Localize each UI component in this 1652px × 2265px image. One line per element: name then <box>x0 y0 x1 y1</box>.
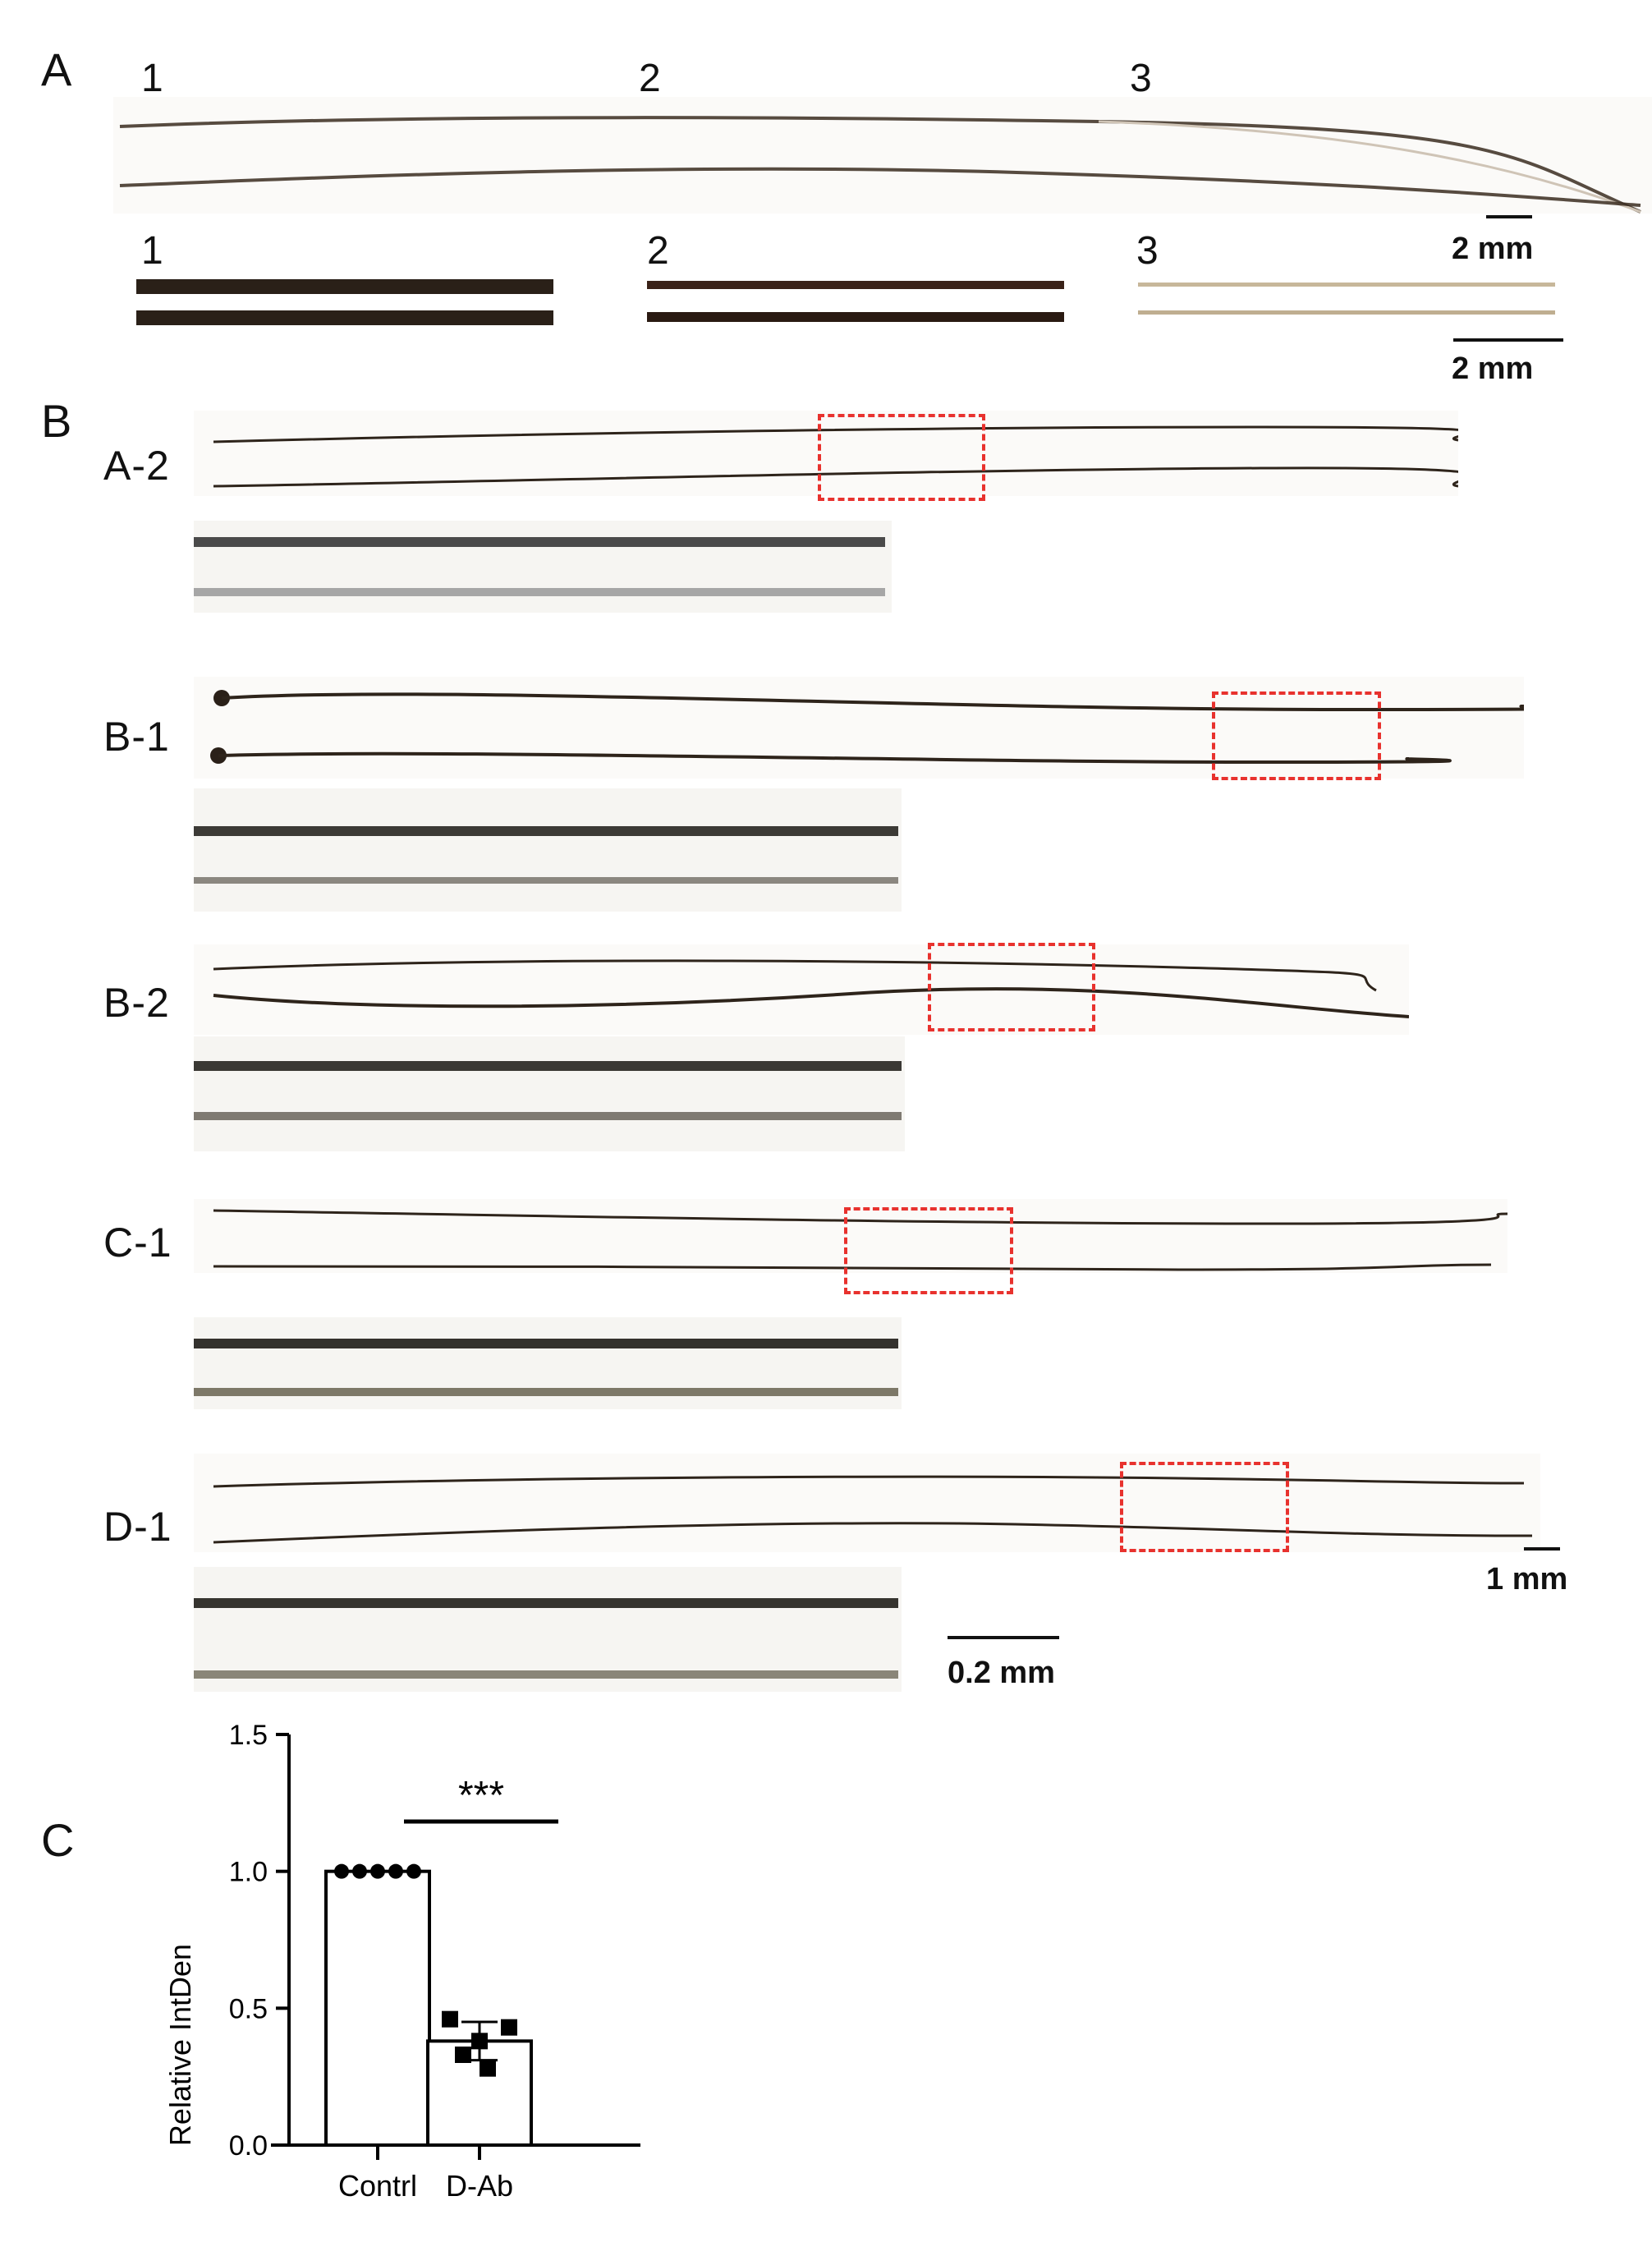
y-tick-label: 0.5 <box>229 1993 268 2024</box>
scale-label-a-top: 2 mm <box>1452 232 1534 266</box>
zoom-image-a-2 <box>194 521 892 613</box>
y-tick-label: 1.0 <box>229 1857 268 1888</box>
whole-hair-strands-a <box>119 116 1641 214</box>
panel-a-letter: A <box>41 44 72 95</box>
row-label-b-1: B-1 <box>103 714 170 760</box>
significance-label: *** <box>458 1774 504 1817</box>
scale-bar-a-zoom <box>1453 338 1563 342</box>
segment-label-1: 1 <box>141 57 163 100</box>
row-label-d-1: D-1 <box>103 1504 172 1550</box>
panel-c-letter: C <box>41 1814 75 1866</box>
scale-bar-a-top <box>1486 215 1532 218</box>
row-label-a-2: A-2 <box>103 443 170 489</box>
zoom-segment-2 <box>647 274 1064 332</box>
bar-contrl <box>324 1869 431 2148</box>
data-point <box>370 1863 385 1879</box>
x-tick-label: Contrl <box>338 2169 417 2203</box>
data-point <box>352 1863 367 1879</box>
zoom-segment-1 <box>136 274 553 332</box>
y-tick-label: 0.0 <box>229 2130 268 2162</box>
segment-label-3: 3 <box>1130 57 1152 100</box>
zoom-label-1: 1 <box>141 229 163 273</box>
data-point <box>501 2019 517 2036</box>
data-point <box>455 2047 471 2063</box>
zoom-segment-3 <box>1138 274 1555 332</box>
scale-label-a-zoom: 2 mm <box>1452 351 1534 386</box>
zoom-label-3: 3 <box>1136 229 1159 273</box>
whole-hair-image-a <box>113 97 1652 214</box>
x-tick-label: D-Ab <box>446 2169 513 2203</box>
data-point <box>406 1863 421 1879</box>
y-tick-label: 1.5 <box>229 1720 268 1751</box>
whole-hair-image-a-2 <box>194 411 1472 496</box>
highlight-box-c-1 <box>844 1207 1013 1294</box>
whole-hair-image-c-1 <box>194 1199 1508 1273</box>
whole-hair-image-d-1 <box>194 1454 1540 1552</box>
scale-label-b-zoom: 0.2 mm <box>948 1656 1055 1690</box>
whole-hair-image-b-2 <box>194 944 1410 1035</box>
row-label-b-2: B-2 <box>103 980 170 1026</box>
data-point <box>334 1863 349 1879</box>
segment-label-2: 2 <box>639 57 661 100</box>
zoom-label-2: 2 <box>647 229 669 273</box>
data-point <box>388 1863 403 1879</box>
zoom-image-d-1 <box>194 1567 902 1692</box>
highlight-box-d-1 <box>1120 1462 1289 1552</box>
scale-label-b-whole: 1 mm <box>1486 1562 1568 1597</box>
data-point <box>442 2010 458 2028</box>
row-label-c-1: C-1 <box>103 1220 172 1266</box>
data-point <box>480 2060 496 2077</box>
whole-hair-image-b-1 <box>194 677 1579 779</box>
data-point <box>471 2033 488 2050</box>
scale-bar-b-whole <box>1524 1547 1560 1551</box>
highlight-box-b-1 <box>1212 691 1381 780</box>
scale-bar-b-zoom <box>948 1636 1059 1639</box>
y-axis-label: Relative IntDen <box>163 1944 197 2146</box>
zoom-image-b-1 <box>194 788 902 912</box>
highlight-box-a-2 <box>818 414 985 501</box>
zoom-image-c-1 <box>194 1317 902 1409</box>
highlight-box-b-2 <box>928 943 1095 1031</box>
panel-b-letter: B <box>41 395 72 447</box>
zoom-image-b-2 <box>194 1036 905 1151</box>
